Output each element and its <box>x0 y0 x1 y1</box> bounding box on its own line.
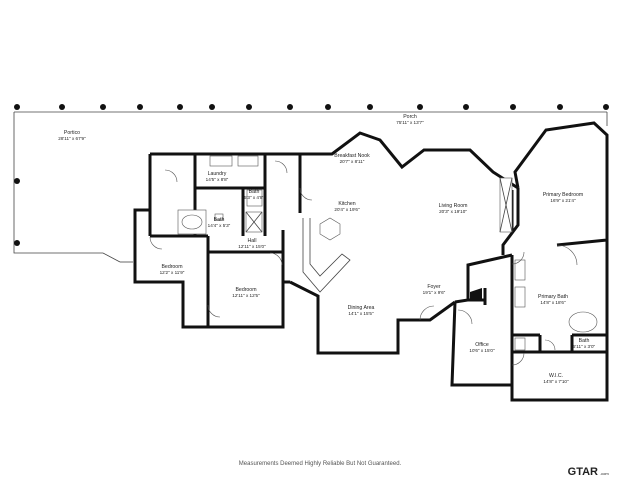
room-dimensions: 28'11" x 67'9" <box>58 136 86 141</box>
room-dimensions: 10'6" x 15'0" <box>469 348 495 353</box>
logo-text: GTAR <box>568 466 598 478</box>
room-name: Office <box>475 342 489 348</box>
porch-posts <box>14 104 609 246</box>
room-dimensions: 20'7" x 8'11" <box>340 159 365 164</box>
room-name: Bedroom <box>235 287 256 293</box>
gtar-logo: GTAR .com <box>568 466 610 478</box>
logo-suffix: .com <box>600 471 609 476</box>
room-name: Foyer <box>427 284 441 290</box>
room-dimensions: 12'2" x 11'9" <box>160 270 185 275</box>
room-name: Hall <box>248 238 257 244</box>
room-name: Porch <box>403 114 417 120</box>
room-dimensions: 14'8" x 18'6" <box>540 300 566 305</box>
room-name: Dining Area <box>348 305 375 311</box>
room-dimensions: 75'11" x 13'7" <box>396 120 424 125</box>
room-dimensions: 16'9" x 21'4" <box>550 198 576 203</box>
room-name: Living Room <box>439 203 468 209</box>
room-dimensions: 12'11" x 15'0" <box>238 244 266 249</box>
door-swings <box>149 160 578 366</box>
room-name: W.I.C. <box>549 373 563 379</box>
room-dimensions: 20'4" x 19'6" <box>334 207 360 212</box>
room-name: Portico <box>64 130 80 136</box>
room-dimensions: 5'3" x 4'8" <box>244 195 264 200</box>
room-dimensions: 14'4" x 5'3" <box>208 223 231 228</box>
room-name: Laundry <box>208 171 227 177</box>
room-dimensions: 14'8" x 7'10" <box>543 379 569 384</box>
room-label-wic: W.I.C.14'8" x 7'10" <box>543 373 569 384</box>
room-dimensions: 5'11" x 3'0" <box>573 344 596 349</box>
room-dimensions: 12'11" x 12'5" <box>232 293 260 298</box>
walls <box>133 121 609 402</box>
room-dimensions: 14'5" x 8'8" <box>206 177 229 182</box>
room-name: Bedroom <box>161 264 182 270</box>
room-name: Primary Bath <box>538 294 568 300</box>
room-dimensions: 19'1" x 9'6" <box>423 290 446 295</box>
fixtures <box>177 155 598 351</box>
porch-outline <box>13 111 608 263</box>
room-dimensions: 20'3" x 19'10" <box>439 209 467 214</box>
room-name: Primary Bedroom <box>543 192 583 198</box>
room-name: Kitchen <box>338 201 355 207</box>
room-name: Bath <box>214 217 225 223</box>
room-dimensions: 14'1" x 15'5" <box>348 311 374 316</box>
room-name: Bath <box>249 189 260 195</box>
room-name: Bath <box>579 338 590 344</box>
disclaimer-text: Measurements Deemed Highly Reliable But … <box>239 461 402 467</box>
room-name: Breakfast Nook <box>334 153 370 159</box>
